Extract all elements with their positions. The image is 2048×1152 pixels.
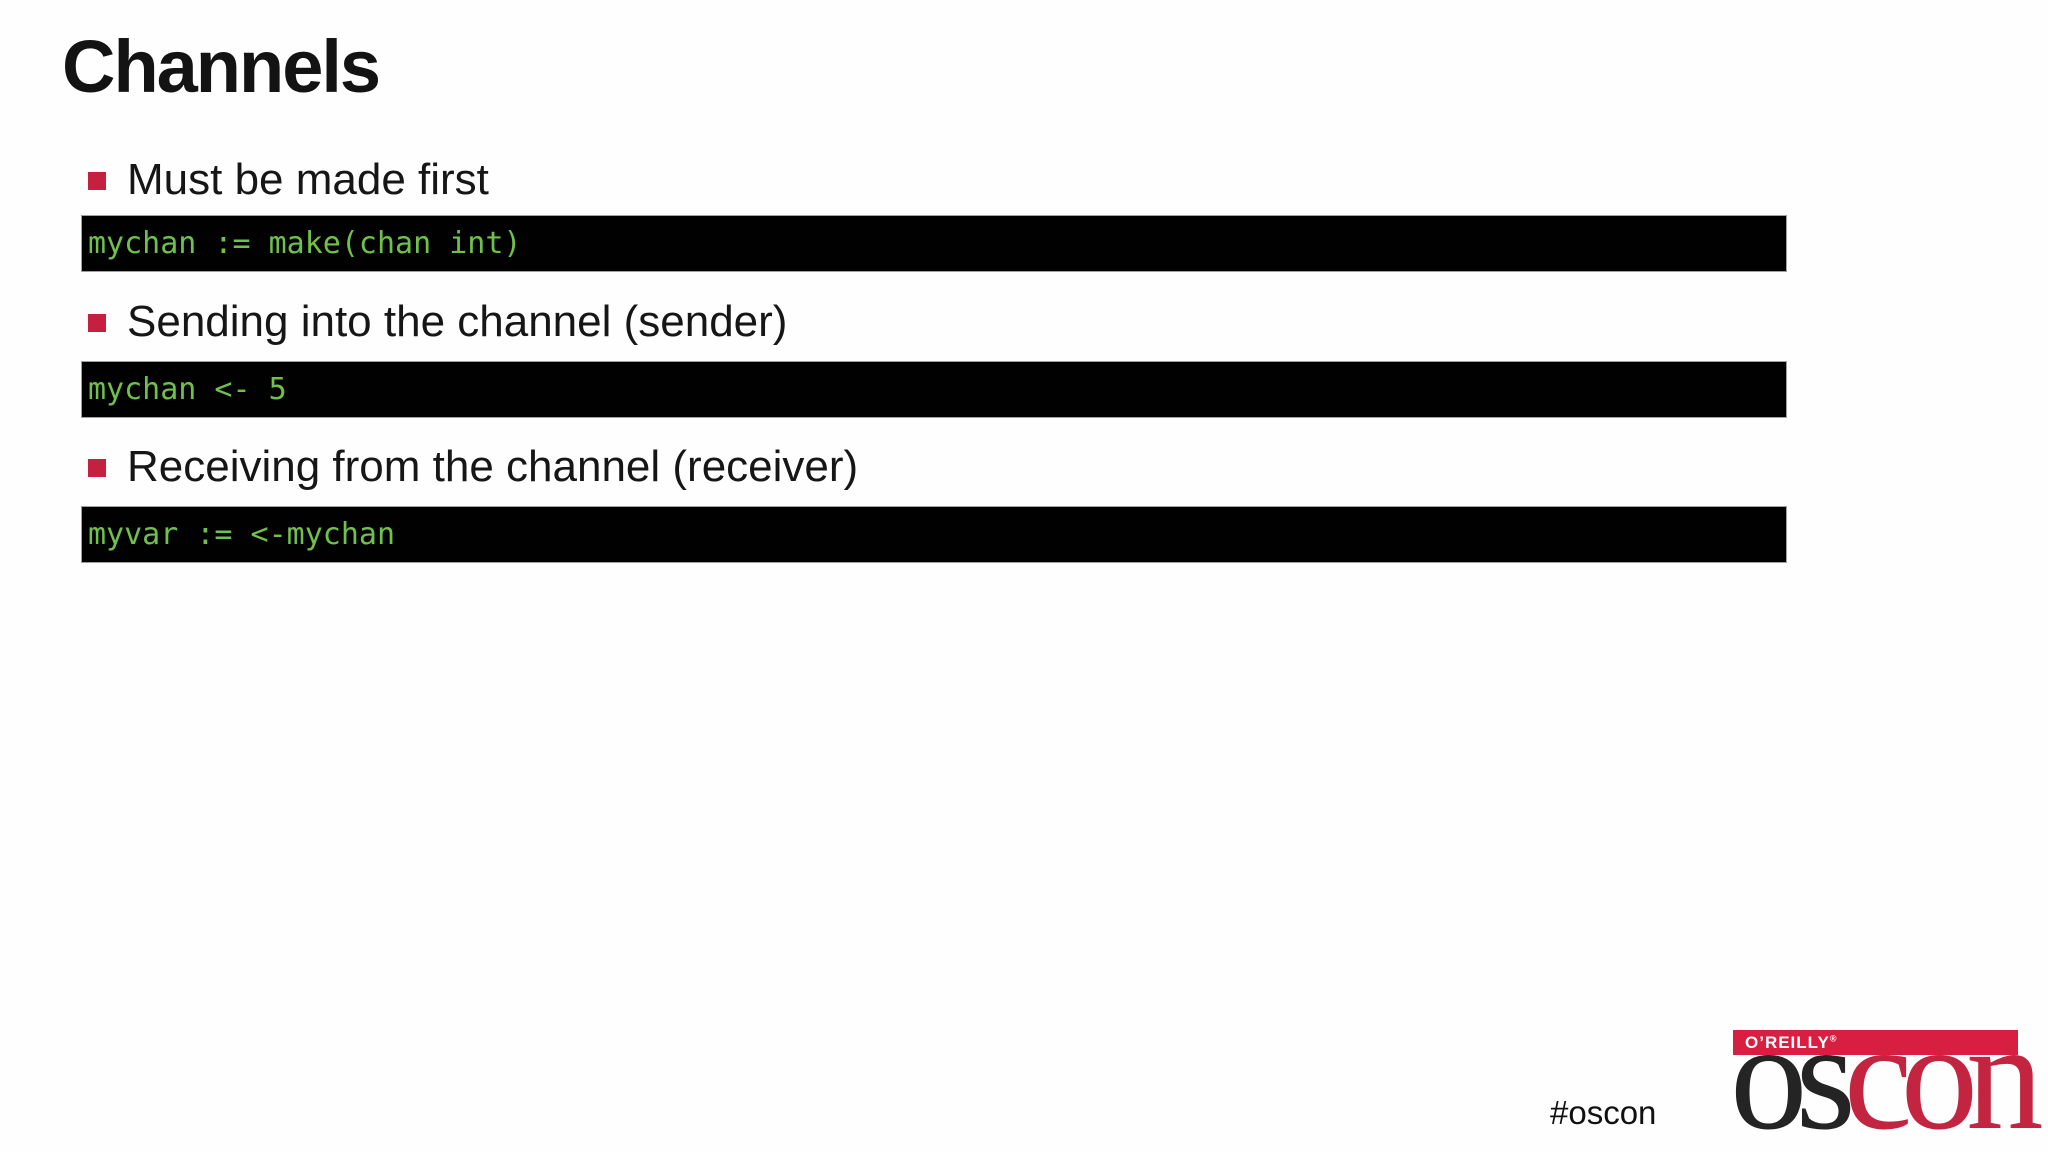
bullet-item-send: Sending into the channel (sender)	[88, 297, 787, 347]
bullet-square-icon	[88, 459, 106, 477]
bullet-square-icon	[88, 172, 106, 190]
code-text: mychan <- 5	[88, 372, 287, 407]
code-block-make: mychan := make(chan int)	[81, 215, 1787, 272]
bullet-label: Must be made first	[127, 155, 489, 204]
wordmark-con: con	[1843, 990, 2044, 1152]
wordmark-os: os	[1730, 990, 1856, 1152]
registered-mark-icon: ®	[1829, 1033, 1838, 1044]
page-title: Channels	[62, 25, 381, 108]
bullet-item-make: Must be made first	[88, 155, 489, 205]
bullet-label: Receiving from the channel (receiver)	[127, 442, 859, 491]
code-text: mychan := make(chan int)	[88, 226, 522, 261]
oreilly-oscon-logo: oscon O’REILLY®	[1726, 999, 2044, 1152]
code-text: myvar := <-mychan	[88, 517, 396, 552]
code-block-receive: myvar := <-mychan	[81, 506, 1787, 563]
bullet-square-icon	[88, 314, 106, 332]
oreilly-banner: O’REILLY®	[1733, 1030, 2018, 1055]
oreilly-brand-label: O’REILLY	[1745, 1033, 1830, 1052]
hashtag-label: #oscon	[1550, 1094, 1657, 1131]
bullet-item-receive: Receiving from the channel (receiver)	[88, 442, 858, 492]
oscon-wordmark: oscon	[1730, 999, 2044, 1152]
code-block-send: mychan <- 5	[81, 361, 1787, 418]
bullet-label: Sending into the channel (sender)	[127, 297, 788, 346]
